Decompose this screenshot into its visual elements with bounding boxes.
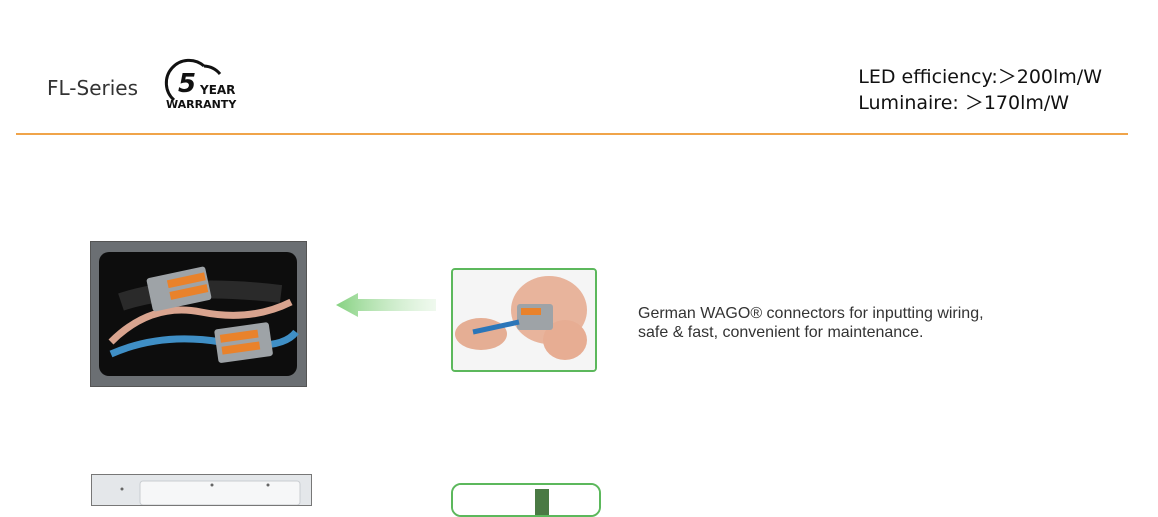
- description-line-2: safe & fast, convenient for maintenance.: [638, 324, 924, 341]
- wago-connector-photo: [451, 268, 597, 372]
- svg-text:WARRANTY: WARRANTY: [166, 98, 237, 111]
- warranty-badge-icon: 5 YEAR WARRANTY: [164, 58, 237, 111]
- efficiency-specs: LED efficiency:＞200lm/W Luminaire: ＞170l…: [858, 64, 1102, 116]
- led-efficiency-text: LED efficiency:＞200lm/W: [858, 66, 1102, 88]
- detail-photo-partial: [451, 483, 601, 517]
- header-divider: [16, 133, 1128, 135]
- series-title: FL-Series: [47, 76, 139, 100]
- svg-text:YEAR: YEAR: [199, 83, 235, 97]
- description-line-1: German WAGO® connectors for inputting wi…: [638, 305, 984, 322]
- warranty-logo: 5 YEAR WARRANTY: [160, 58, 250, 114]
- svg-text:5: 5: [178, 69, 196, 99]
- junction-box-photo: [90, 241, 307, 387]
- arrow-left-icon: [336, 292, 436, 318]
- feature-description: German WAGO® connectors for inputting wi…: [638, 304, 984, 342]
- product-photo-partial: [91, 474, 312, 506]
- luminaire-efficiency-text: Luminaire: ＞170lm/W: [858, 92, 1070, 114]
